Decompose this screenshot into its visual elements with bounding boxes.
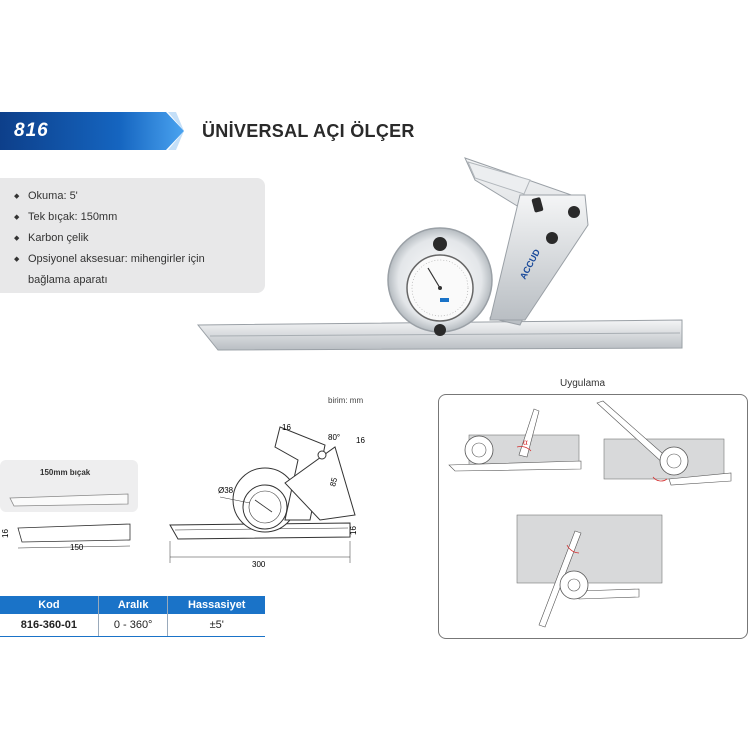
cell-precision: ±5': [167, 614, 265, 637]
application-box: α: [438, 394, 748, 639]
feature-item: Opsiyonel aksesuar: mihengirler için: [14, 249, 265, 270]
angle-symbol: α: [523, 437, 528, 447]
dim-diameter: Ø38: [218, 486, 234, 495]
application-label: Uygulama: [560, 378, 606, 389]
feature-item-continuation: bağlama aparatı: [28, 274, 108, 286]
column-header: Hassasiyet: [167, 596, 265, 614]
table-row: 816-360-01 0 - 360° ±5': [0, 614, 265, 637]
feature-item: Karbon çelik: [14, 228, 265, 249]
product-image: ACCUD: [190, 150, 690, 360]
feature-item: Tek bıçak: 150mm: [14, 207, 265, 228]
product-code-banner: [0, 112, 184, 150]
dim-16: 16: [282, 423, 291, 432]
blade-title: 150mm bıçak: [40, 468, 91, 477]
feature-list-box: Okuma: 5' Tek bıçak: 150mm Karbon çelik …: [0, 178, 265, 293]
unit-label: birim: mm: [328, 396, 364, 405]
cell-range: 0 - 360°: [97, 614, 168, 637]
feature-item: Okuma: 5': [14, 186, 265, 207]
blade-detail-drawing: 16 150: [0, 460, 140, 570]
product-code: 816: [14, 120, 49, 141]
dim-16-arm: 16: [356, 436, 365, 445]
table-header-row: Kod Aralık Hassasiyet: [0, 596, 265, 614]
column-header: Kod: [0, 596, 99, 614]
blade-dim-length: 150: [70, 543, 84, 552]
blade-dim-height: 16: [1, 529, 10, 538]
dim-300: 300: [252, 560, 266, 569]
page-title: ÜNİVERSAL AÇI ÖLÇER: [202, 121, 415, 141]
spec-table: Kod Aralık Hassasiyet 816-360-01 0 - 360…: [0, 596, 265, 637]
cell-code: 816-360-01: [0, 614, 99, 637]
column-header: Aralık: [97, 596, 168, 614]
dim-side: 16: [349, 526, 358, 535]
dim-85: 85: [328, 476, 339, 487]
dim-angle: 80°: [328, 433, 340, 442]
technical-drawing: 16 80° 16 85 Ø38 300 16: [160, 405, 375, 580]
